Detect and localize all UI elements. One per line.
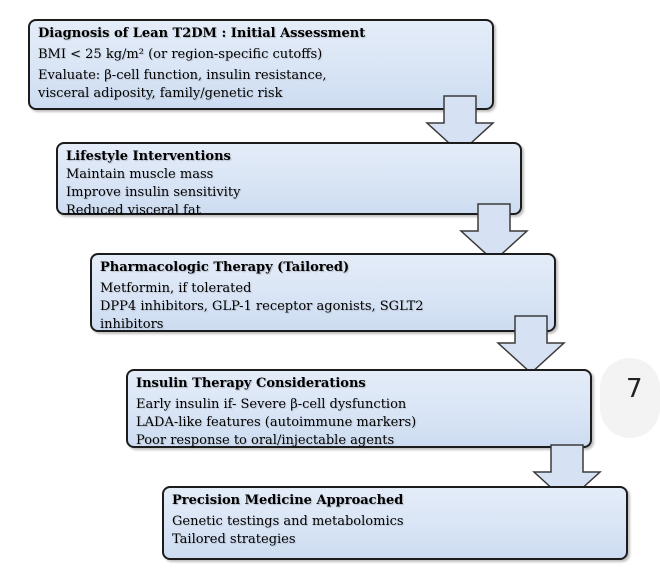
step-line: Evaluate: β-cell function, insulin resis… <box>38 68 327 83</box>
step-line: Genetic testings and metabolomics <box>172 514 404 529</box>
flowchart: Diagnosis of Lean T2DM : Initial Assessm… <box>28 19 660 560</box>
step-diagnosis: Diagnosis of Lean T2DM : Initial Assessm… <box>28 19 494 110</box>
step-lifestyle: Lifestyle Interventions Maintain muscle … <box>56 142 522 218</box>
edge-badge <box>600 358 660 438</box>
step-line: BMI < 25 kg/m² (or region-specific cutof… <box>38 47 323 62</box>
step-title: Lifestyle Interventions <box>66 149 231 164</box>
step-line: inhibitors <box>100 317 164 332</box>
step-line: LADA-like features (autoimmune markers) <box>136 415 417 430</box>
step-line: Early insulin if- Severe β-cell dysfunct… <box>136 397 407 412</box>
step-title: Insulin Therapy Considerations <box>136 376 366 391</box>
down-arrow-icon <box>496 315 566 375</box>
step-precision-medicine: Precision Medicine Approached Genetic te… <box>162 486 628 560</box>
down-arrow-icon <box>459 203 529 263</box>
step-title: Diagnosis of Lean T2DM : Initial Assessm… <box>38 26 366 41</box>
step-line: Tailored strategies <box>172 532 296 547</box>
step-line: Improve insulin sensitivity <box>66 185 241 200</box>
step-title: Precision Medicine Approached <box>172 493 404 508</box>
step-line: Metformin, if tolerated <box>100 281 252 296</box>
step-title: Pharmacologic Therapy (Tailored) <box>100 260 350 275</box>
step-line: visceral adiposity, family/genetic risk <box>38 86 283 101</box>
step-pharmacologic: Pharmacologic Therapy (Tailored) Metform… <box>90 253 556 332</box>
edge-badge-digit: 7 <box>626 374 643 404</box>
step-line: Maintain muscle mass <box>66 167 214 182</box>
down-arrow-icon <box>425 95 495 155</box>
step-line: DPP4 inhibitors, GLP-1 receptor agonists… <box>100 299 424 314</box>
step-insulin: Insulin Therapy Considerations Early ins… <box>126 369 592 448</box>
step-line: Reduced visceral fat <box>66 203 201 218</box>
step-line: Poor response to oral/injectable agents <box>136 433 395 448</box>
